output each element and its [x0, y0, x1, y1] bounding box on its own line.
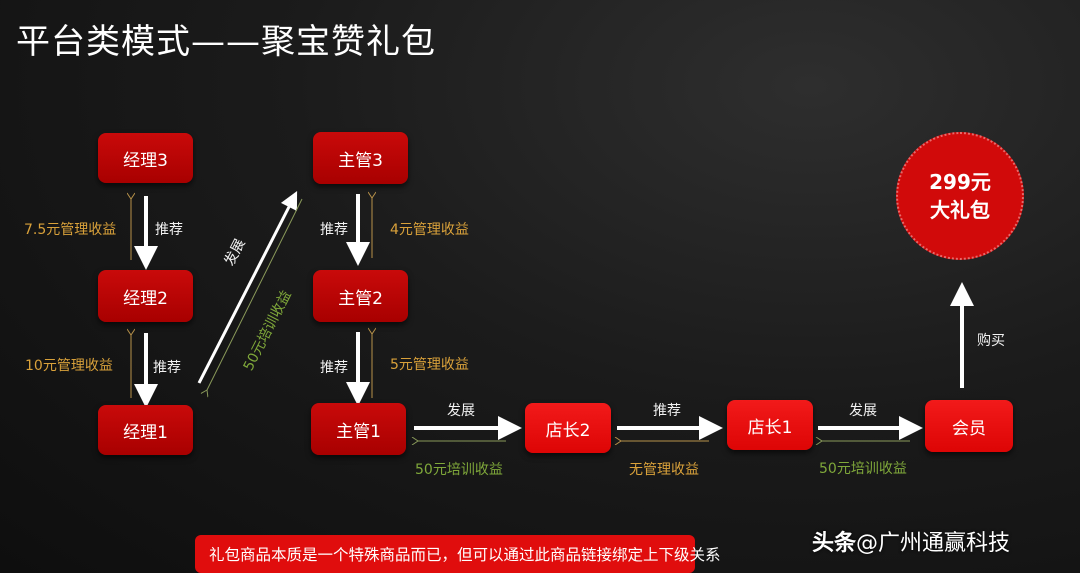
edge-label-develop: 发展 — [447, 403, 475, 419]
node-supervisor-3: 主管3 — [313, 132, 408, 184]
node-label: 会员 — [952, 418, 986, 439]
gift-pack-name: 大礼包 — [930, 198, 990, 222]
edge-label-recommend: 推荐 — [320, 360, 348, 376]
node-label: 主管2 — [338, 288, 383, 309]
node-label: 主管3 — [338, 150, 383, 171]
watermark-prefix: 头条 — [812, 531, 857, 556]
edge-label-buy: 购买 — [977, 333, 1005, 349]
page-title: 平台类模式——聚宝赞礼包 — [16, 22, 436, 62]
gift-pack-badge: 299元 大礼包 — [896, 132, 1024, 260]
edge-label-recommend: 推荐 — [153, 360, 181, 376]
node-label: 店长2 — [545, 420, 591, 441]
edge-label-recommend: 推荐 — [155, 222, 183, 238]
node-label: 经理1 — [123, 422, 168, 443]
node-supervisor-1: 主管1 — [311, 403, 406, 455]
node-member: 会员 — [925, 400, 1013, 452]
edge-label-management-income: 7.5元管理收益 — [24, 222, 117, 238]
edge-label-training-income: 50元培训收益 — [415, 462, 503, 478]
edge-label-recommend: 推荐 — [320, 222, 348, 238]
node-manager-3: 经理3 — [98, 133, 193, 183]
watermark-handle: @广州通赢科技 — [856, 531, 1011, 556]
edge-label-management-income: 5元管理收益 — [390, 357, 469, 373]
edge-label-management-income: 4元管理收益 — [390, 222, 469, 238]
edge-label-develop: 发展 — [849, 403, 877, 419]
node-store-manager-2: 店长2 — [525, 403, 611, 453]
edge-label-training-income: 50元培训收益 — [819, 461, 907, 477]
gift-pack-price: 299元 — [929, 170, 991, 194]
node-manager-1: 经理1 — [98, 405, 193, 455]
node-label: 经理2 — [123, 288, 168, 309]
node-label: 主管1 — [336, 421, 381, 442]
node-label: 经理3 — [123, 150, 168, 171]
node-store-manager-1: 店长1 — [727, 400, 813, 450]
node-label: 店长1 — [747, 417, 793, 438]
edge-label-recommend: 推荐 — [653, 403, 681, 419]
watermark: 头条@广州通赢科技 — [812, 525, 1010, 557]
node-manager-2: 经理2 — [98, 270, 193, 322]
edge-label-no-income: 无管理收益 — [629, 462, 699, 478]
note-banner: 礼包商品本质是一个特殊商品而已，但可以通过此商品链接绑定上下级关系 — [195, 535, 721, 573]
note-text: 礼包商品本质是一个特殊商品而已，但可以通过此商品链接绑定上下级关系 — [209, 546, 721, 564]
node-supervisor-2: 主管2 — [313, 270, 408, 322]
edge-label-management-income: 10元管理收益 — [25, 358, 113, 374]
